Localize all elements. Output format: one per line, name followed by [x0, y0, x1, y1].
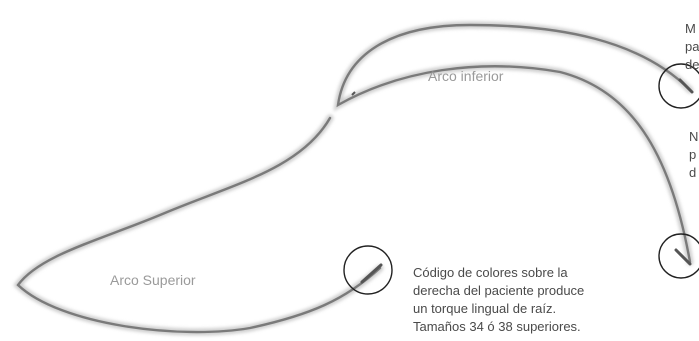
- main-annotation-line-4: Tamaños 34 ó 38 superiores.: [413, 319, 581, 334]
- upper-arch-label: Arco Superior: [110, 272, 196, 288]
- top-right-annotation-line-1: M: [685, 21, 696, 36]
- main-annotation-line-3: un torque lingual de raíz.: [413, 301, 557, 316]
- upper-arch-wire: [13, 114, 384, 336]
- mid-right-annotation-line-3: d: [689, 165, 697, 180]
- mid-right-annotation: N p d: [689, 128, 698, 182]
- marker-circle-mid-right: [658, 233, 699, 279]
- top-right-annotation: M pa de: [685, 20, 699, 74]
- lower-arch-wire: [333, 21, 694, 266]
- lower-arch-label: Arco inferior: [428, 68, 504, 84]
- main-annotation-line-2: derecha del paciente produce: [413, 283, 585, 298]
- marker-circle-top-right: [658, 63, 699, 109]
- top-right-annotation-line-3: de: [685, 57, 699, 72]
- main-annotation: Código de colores sobre la derecha del p…: [413, 264, 584, 336]
- top-right-annotation-line-2: pa: [685, 39, 699, 54]
- mid-right-annotation-line-2: p: [689, 147, 697, 162]
- mid-right-annotation-line-1: N: [689, 129, 699, 144]
- main-annotation-line-1: Código de colores sobre la: [413, 265, 568, 280]
- marker-circle-main: [343, 245, 393, 295]
